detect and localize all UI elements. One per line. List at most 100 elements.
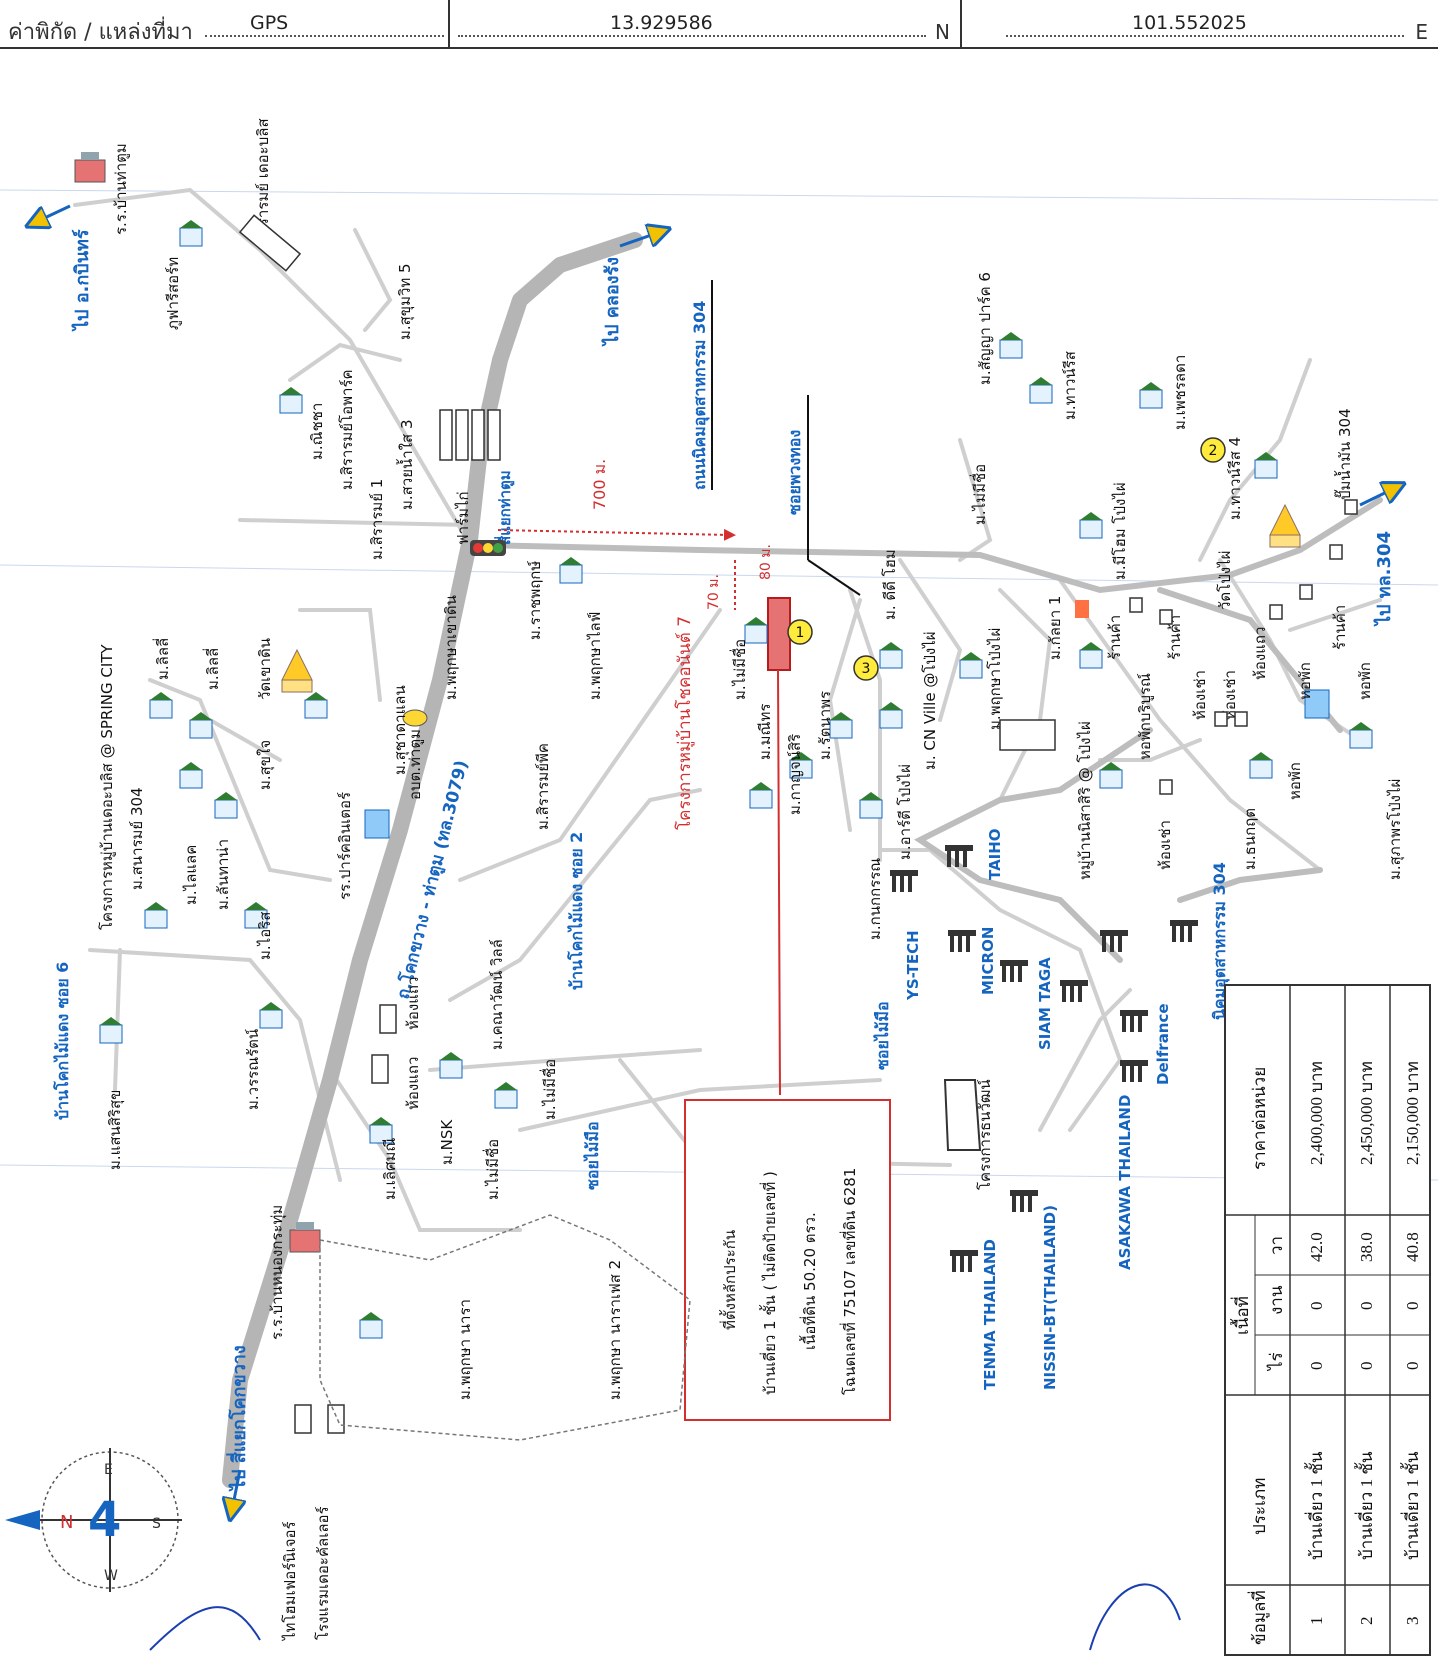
place-school-ban-thatum: ร.ร.บ้านท่าตูม	[112, 143, 130, 235]
place-m-suchada: ม.สุชาดาแลน	[391, 685, 410, 775]
place-m-pongphai304: ปั๊มน้ำมัน 304	[1334, 408, 1354, 500]
place-m-mai-mue-2: ม.ไม่มีชื่อ	[539, 1059, 559, 1120]
label-soi-mai-mue-1: ซอยไม้มือ	[873, 1001, 892, 1070]
place-m-wannarat: ม.วรรณรัตน์	[244, 1029, 262, 1110]
row1-price: 2,400,000 บาท	[1307, 1061, 1326, 1165]
place-nikhom: นิคมอุตสาหกรรม 304	[1210, 862, 1230, 1020]
row3-type: บ้านเดี่ยว 1 ชั้น	[1400, 1451, 1422, 1560]
place-m-phrueksa-nara2: ม.พฤกษา นาราเฟส 2	[606, 1260, 624, 1400]
place-abt-thatum: อบต.ท่าตูม	[406, 729, 424, 800]
house-icons	[99, 220, 1373, 1339]
marker-1: 1	[787, 619, 813, 645]
th-type: ประเภท	[1250, 1478, 1269, 1535]
row3-ngan: 0	[1403, 1302, 1422, 1311]
place-wat-pongphai: วัดโป่งไผ่	[1216, 551, 1234, 610]
place-hong-thaew-1: ห้องแถว	[404, 977, 422, 1030]
factory-tenma: TENMA THAILAND	[981, 1239, 999, 1390]
latitude-unit: N	[935, 20, 950, 44]
place-ran-kha-1: ร้านค้า	[1106, 615, 1124, 660]
place-m-sirarom-park: ม.สิรารมย์โอพาร์ค	[338, 370, 356, 491]
place-m-sirarom1: ม.สิรารมย์ 1	[368, 479, 386, 560]
source-dots	[205, 35, 444, 37]
place-m-klaya1: ม.กัลยา 1	[1046, 596, 1064, 660]
place-rr-ban-nong-krathum: ร.ร.บ้านหนองกระทุ่ม	[268, 1205, 287, 1340]
compass-e: E	[104, 1462, 113, 1478]
row2-type: บ้านเดี่ยว 1 ชั้น	[1354, 1451, 1376, 1560]
latitude-cell: 13.929586 N	[450, 0, 962, 47]
place-m-phetcharada: ม.เพชรลดา	[1171, 355, 1189, 430]
temple-icon-2	[1269, 503, 1301, 548]
place-m-khanawat: ม.คณาวัฒน์ วิลล์	[488, 939, 506, 1050]
row2-wa: 38.0	[1357, 1232, 1376, 1262]
place-m-nichcha: ม.ณิชชา	[308, 403, 326, 460]
place-ran-kha-3: ร้านค้า	[1331, 605, 1349, 650]
th-ngan: งาน	[1267, 1285, 1286, 1315]
place-hong-chao-2: ห้องเช่า	[1221, 670, 1239, 720]
row2-rai: 0	[1357, 1362, 1376, 1371]
row3-price: 2,150,000 บาท	[1403, 1061, 1422, 1165]
longitude-unit: E	[1415, 20, 1428, 44]
row3-no: 3	[1403, 1617, 1422, 1626]
row1-ngan: 0	[1307, 1302, 1326, 1311]
compass-n: N	[60, 1512, 73, 1533]
factory-taiho: TAIHO	[986, 828, 1004, 880]
place-m-supaporn: ม.สุภาพรโป่งไผ่	[1386, 779, 1405, 880]
svg-text:4: 4	[88, 1492, 121, 1548]
traffic-light-icon	[470, 540, 506, 556]
pen-scribble	[149, 1606, 261, 1651]
subject-line2: บ้านเดี่ยว 1 ชั้น ( ไม่ติดป้ายเลขที่ )	[759, 1171, 779, 1395]
place-m-lanthana: ม.ลันทาน่า	[214, 839, 232, 910]
place-m-lilly-1: ม.ลิลลี่	[152, 638, 172, 680]
row2-no: 2	[1357, 1617, 1376, 1626]
label-industrial-road: ถนนนิคมอุตสาหกรรม 304	[690, 301, 710, 490]
minor-roads	[73, 187, 1382, 1232]
place-m-kanokkorn: ม.กนกกรรณ	[866, 858, 884, 940]
place-m-sukhumvit5: ม.สุขุมวิท 5	[396, 263, 415, 340]
place-rr-park: รร.ปาร์คอินเตอร์	[336, 792, 354, 900]
distance-700-line	[497, 528, 736, 541]
gas-station-icon	[1075, 600, 1089, 618]
place-kanan-thanawat: โครงการธนวัฒน์	[976, 1079, 994, 1190]
subject-line4: โฉนดเลขที่ 75107 เลขที่ดิน 6281	[839, 1168, 859, 1395]
compass-rose: N E S W 4	[5, 1448, 182, 1592]
marker-3: 3	[853, 655, 879, 681]
place-m-phrueksa-khaodin: ม.พฤกษาเขาดิน	[442, 595, 460, 700]
source-value: GPS	[250, 12, 289, 34]
factory-siamtaga: SIAM TAGA	[1036, 957, 1054, 1050]
subject-line1: ที่ตั้งหลักประกัน	[719, 1230, 739, 1330]
longitude-cell: 101.552025 E	[962, 0, 1438, 47]
place-m-phrueksa-ville: ม.พฤกษาไลฟ์	[586, 612, 604, 700]
row1-type: บ้านเดี่ยว 1 ชั้น	[1304, 1451, 1326, 1560]
place-wat-khaodin: วัดเขาดิน	[256, 638, 274, 700]
svg-text:3: 3	[862, 661, 871, 677]
main-highway	[222, 232, 643, 1488]
place-m-suaynamsai3: ม.สวยน้ำใส 3	[396, 420, 416, 511]
factory-micron: MICRON	[979, 927, 997, 995]
place-m-sanarom304: ม.สนารมย์ 304	[128, 787, 146, 890]
longitude-value: 101.552025	[1132, 12, 1247, 34]
school-icon	[74, 152, 106, 183]
distance-80: 80 ม.	[758, 544, 774, 580]
place-ran-kha-2: ร้านค้า	[1166, 615, 1184, 660]
place-m-phrueksa-nara: ม.พฤกษา นารา	[456, 1299, 474, 1400]
th-area: เนื้อที่	[1230, 1296, 1252, 1335]
place-m-mihome: ม.มีโฮม โป่งไผ่	[1111, 482, 1129, 580]
label-soi-phuangthong: ซอยพวงทอง	[785, 430, 804, 515]
pen-scribble-2	[1089, 1583, 1181, 1651]
place-m-lilly-2: ม.ลิลลี่	[202, 648, 222, 690]
compass-w: W	[104, 1568, 118, 1584]
building-icon-2	[1304, 689, 1330, 719]
place-m-mai-mue-e: ม.ไม่มีชื่อ	[969, 464, 989, 525]
place-m-ban-nirat: หมู่บ้านนิสาสิริ @ โป่งไผ่	[1076, 721, 1094, 880]
factory-icons	[890, 845, 1198, 1272]
place-hong-thaew-2: ห้องแถว	[404, 1057, 422, 1110]
label-to-khok-khwang: ไป สี่แยกโคกขวาง	[226, 1345, 250, 1492]
place-m-cnville: ม. CN Ville @โป่งไผ่	[921, 631, 939, 770]
place-m-saensirisuk: ม.แสนสิริสุข	[106, 1090, 125, 1170]
place-m-ratchaphruek: ม.ราชพฤกษ์	[526, 560, 544, 640]
place-hong-chao-3: ห้องเช่า	[1156, 820, 1174, 870]
th-rai: ไร่	[1266, 1352, 1286, 1372]
place-m-iris: ม.ไอริส	[256, 912, 274, 960]
th-price: ราคาต่อหน่วย	[1250, 1067, 1269, 1170]
